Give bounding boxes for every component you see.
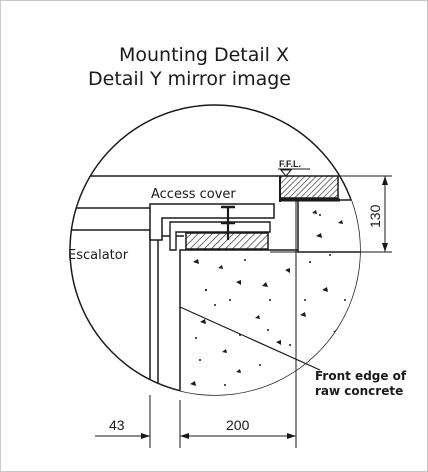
escalator-truss [70,229,151,395]
bearing-plate [185,232,269,250]
title-line-2: Detail Y mirror image [88,68,291,90]
dim-130-arrow-bottom [382,243,388,252]
dim-200-text: 200 [226,417,250,433]
floor-finish [279,175,339,199]
escalator-label: Escalator [68,248,129,263]
cover-support [169,221,271,251]
title-line-1: Mounting Detail X [119,44,289,66]
dim-43-text: 43 [109,417,125,433]
dim-130-text: 130 [367,204,383,228]
front-edge-label-1: Front edge of [315,369,407,383]
dim-200-arrow-right [287,433,296,439]
dim-43-arrow [141,433,150,439]
front-edge-label-2: raw concrete [315,384,403,398]
access-cover-plate [149,203,275,241]
dim-200-arrow-left [180,433,189,439]
access-cover-label: Access cover [151,187,236,202]
concrete-wall [297,199,360,253]
ffl-label: F.F.L. [279,159,301,169]
dim-130-arrow-top [382,176,388,185]
ffl-triangle [279,169,293,177]
front-edge-leader [179,306,321,371]
